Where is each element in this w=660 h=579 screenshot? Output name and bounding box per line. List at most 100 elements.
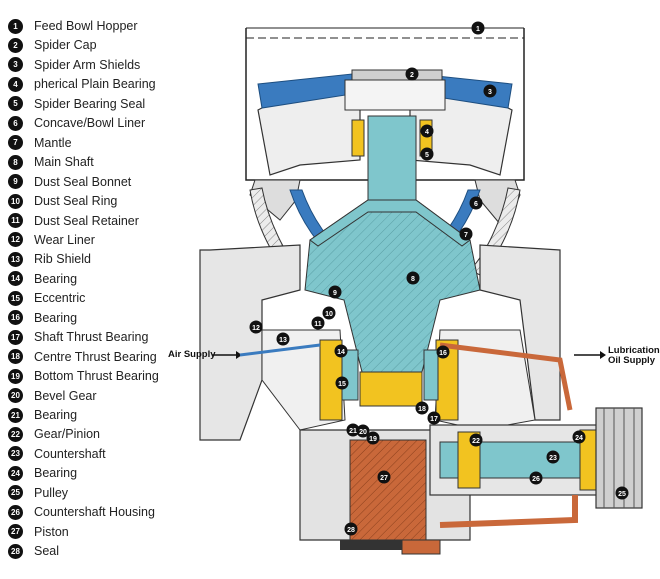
legend-number-badge: 6 xyxy=(8,115,23,131)
legend-number-badge: 26 xyxy=(8,504,23,520)
legend-number-badge: 22 xyxy=(8,426,23,442)
legend-label: Bearing xyxy=(34,466,78,481)
callout-markers: 1234567891011121314151617181920212223242… xyxy=(249,21,629,536)
callout-circle xyxy=(346,423,360,437)
legend-number-badge: 15 xyxy=(8,290,23,306)
callout-circle xyxy=(356,424,370,438)
legend-label: Bottom Thrust Bearing xyxy=(34,369,159,384)
legend-item: 22 Gear/Pinion xyxy=(8,425,100,443)
callout-circle xyxy=(249,320,263,334)
callout-number: 24 xyxy=(575,435,583,442)
callout-number: 1 xyxy=(476,26,480,33)
legend-label: Main Shaft xyxy=(34,155,94,170)
callout-circle xyxy=(328,285,342,299)
legend-item: 10 Dust Seal Ring xyxy=(8,192,117,210)
legend-item: 8 Main Shaft xyxy=(8,153,94,171)
callout-circle xyxy=(322,306,336,320)
callout-circle xyxy=(529,471,543,485)
legend-item: 3 Spider Arm Shields xyxy=(8,56,140,74)
legend-label: Bearing xyxy=(34,271,78,286)
legend-label: Dust Seal Ring xyxy=(34,194,118,209)
legend-item: 12 Wear Liner xyxy=(8,231,95,249)
legend-number-badge: 9 xyxy=(8,174,23,190)
callout-number: 14 xyxy=(337,349,345,356)
legend-label: Mantle xyxy=(34,135,72,150)
callout-circle xyxy=(615,486,629,500)
callout-number: 6 xyxy=(474,201,478,208)
legend-label: Bearing xyxy=(34,310,78,325)
legend-number-badge: 23 xyxy=(8,446,23,462)
lubrication-label-line2: Oil Supply xyxy=(608,355,655,366)
callout-circle xyxy=(405,67,419,81)
legend-number-badge: 10 xyxy=(8,193,23,209)
callout-circle xyxy=(483,84,497,98)
legend-label: pherical Plain Bearing xyxy=(34,77,156,92)
legend-label: Dust Seal Bonnet xyxy=(34,174,132,189)
legend-label: Wear Liner xyxy=(34,232,95,247)
callout-circle xyxy=(377,470,391,484)
callout-circle xyxy=(335,376,349,390)
legend-label: Shaft Thrust Bearing xyxy=(34,330,149,345)
callout-number: 3 xyxy=(488,89,492,96)
callout-circle xyxy=(546,450,560,464)
legend-number-badge: 3 xyxy=(8,57,23,73)
legend-label: Rib Shield xyxy=(34,252,91,267)
legend-item: 14 Bearing xyxy=(8,270,77,288)
legend-label: Seal xyxy=(34,544,60,559)
lubrication-pipe xyxy=(401,342,578,555)
legend-number-badge: 2 xyxy=(8,37,23,53)
callout-circle xyxy=(469,433,483,447)
callout-number: 9 xyxy=(333,290,337,297)
callout-number: 17 xyxy=(430,416,438,423)
callout-circle xyxy=(469,196,483,210)
callout-circle xyxy=(311,316,325,330)
callout-number: 25 xyxy=(618,491,626,498)
legend-label: Feed Bowl Hopper xyxy=(34,19,138,33)
legend-label: Concave/Bowl Liner xyxy=(34,116,146,131)
callout-circle xyxy=(344,522,358,536)
callout-number: 13 xyxy=(279,337,287,344)
air-supply-arrow xyxy=(212,343,321,359)
callout-number: 18 xyxy=(418,406,426,413)
legend-label: Spider Bearing Seal xyxy=(34,96,146,111)
legend-number-badge: 5 xyxy=(8,96,23,112)
lubrication-arrow xyxy=(574,351,606,359)
callout-number: 11 xyxy=(314,321,322,328)
legend-label: Bevel Gear xyxy=(34,388,97,403)
legend-number-badge: 12 xyxy=(8,232,23,248)
callout-number: 2 xyxy=(410,72,414,79)
legend-number-badge: 14 xyxy=(8,271,23,287)
legend-label: Spider Arm Shields xyxy=(34,57,141,72)
legend-label: Gear/Pinion xyxy=(34,427,101,442)
callout-number: 23 xyxy=(549,455,557,462)
callout-number: 7 xyxy=(464,232,468,239)
lubrication-label: Lubrication Oil Supply xyxy=(608,346,660,366)
legend-label: Centre Thrust Bearing xyxy=(34,349,157,364)
legend-number-badge: 11 xyxy=(8,213,23,228)
callout-number: 22 xyxy=(472,438,480,445)
legend-number-badge: 1 xyxy=(8,18,23,34)
legend-label: Spider Cap xyxy=(34,38,97,53)
legend-number-badge: 8 xyxy=(8,154,23,170)
callout-circle xyxy=(406,271,420,285)
callout-circle xyxy=(420,124,434,138)
callout-number: 27 xyxy=(380,475,388,482)
callout-circle xyxy=(572,430,586,444)
legend-label: Countershaft Housing xyxy=(34,505,155,520)
eccentric-bearings xyxy=(319,339,459,421)
legend-number-badge: 25 xyxy=(8,485,23,501)
callout-number: 10 xyxy=(325,311,333,318)
legend-number-badge: 24 xyxy=(8,465,23,481)
callout-circle xyxy=(471,21,485,35)
